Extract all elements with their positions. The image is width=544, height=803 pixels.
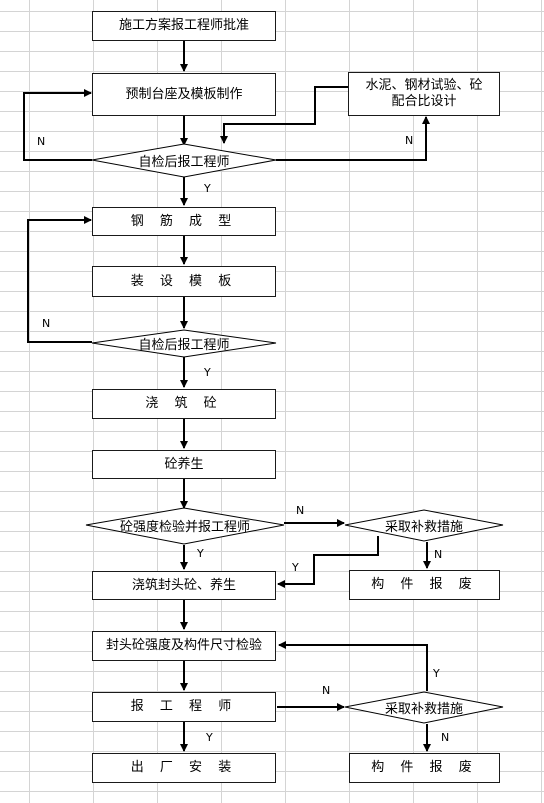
arrow-check1-n-to-test: [276, 116, 430, 161]
step-approval-label: 施工方案报工程师批准: [118, 18, 249, 33]
edge-label-n: N: [434, 548, 443, 561]
edge-label-n: N: [405, 134, 414, 147]
edge-label-n: N: [296, 504, 305, 517]
decision-remedy2-shape: [344, 691, 504, 724]
decision-check2-label: 自检后报工程师: [138, 337, 230, 353]
arrow-test-to-check1: [220, 86, 348, 144]
arrow-check1-n-loop: [23, 89, 92, 161]
step-formwork: 装 设 模 板: [92, 266, 276, 297]
step-scrap-1: 构 件 报 废: [349, 570, 500, 600]
decision-strength-shape: [85, 507, 285, 545]
arrow-remedy2-y-to-check: [278, 641, 428, 691]
step-rebar-label: 钢 筋 成 型: [130, 213, 238, 229]
step-scrap-1-label: 构 件 报 废: [371, 577, 478, 592]
step-report: 报 工 程 师: [92, 692, 276, 722]
step-seal-pour: 浇筑封头砼、养生: [92, 571, 276, 600]
decision-remedy1-label: 采取补救措施: [384, 519, 463, 535]
decision-remedy1-shape: [344, 509, 504, 542]
step-cure: 砼养生: [92, 450, 276, 479]
edge-label-n: N: [37, 135, 46, 148]
edge-label-n: N: [42, 317, 51, 330]
edge-label-n: N: [322, 684, 331, 697]
step-ship: 出 厂 安 装: [92, 753, 276, 783]
decision-check1-shape: [91, 143, 277, 178]
step-approval: 施工方案报工程师批准: [92, 11, 276, 41]
edge-label-y: Y: [206, 731, 213, 744]
decision-check2-shape: [91, 329, 277, 358]
step-scrap-2: 构 件 报 废: [349, 753, 500, 783]
step-cure-label: 砼养生: [164, 456, 204, 472]
decision-check1-label: 自检后报工程师: [138, 154, 230, 170]
edge-label-y: Y: [292, 561, 299, 574]
step-material-test: 水泥、钢材试验、砼配合比设计: [348, 72, 500, 116]
step-seal-check: 封头砼强度及构件尺寸检验: [92, 631, 276, 661]
decision-remedy2-label: 采取补救措施: [384, 701, 463, 717]
step-seal-pour-label: 浇筑封头砼、养生: [131, 577, 236, 593]
edge-label-y: Y: [197, 547, 204, 560]
step-pour: 浇 筑 砼: [92, 389, 276, 419]
step-precast: 预制台座及模板制作: [92, 73, 276, 116]
edge-label-n: N: [441, 731, 450, 744]
step-material-test-label: 水泥、钢材试验、砼配合比设计: [365, 78, 483, 109]
arrow-check2-n-loop: [27, 216, 92, 343]
step-rebar: 钢 筋 成 型: [92, 207, 276, 236]
step-ship-label: 出 厂 安 装: [130, 760, 238, 775]
step-precast-label: 预制台座及模板制作: [125, 86, 243, 102]
step-seal-check-label: 封头砼强度及构件尺寸检验: [105, 638, 262, 653]
step-scrap-2-label: 构 件 报 废: [371, 760, 478, 775]
arrow-remedy1-y-to-seal: [277, 536, 379, 588]
edge-label-y: Y: [204, 182, 211, 195]
edge-label-y: Y: [204, 366, 211, 379]
step-report-label: 报 工 程 师: [130, 699, 238, 714]
step-formwork-label: 装 设 模 板: [130, 273, 238, 289]
step-pour-label: 浇 筑 砼: [145, 396, 223, 411]
decision-strength-label: 砼强度检验并报工程师: [119, 519, 250, 535]
edge-label-y: Y: [433, 667, 440, 680]
